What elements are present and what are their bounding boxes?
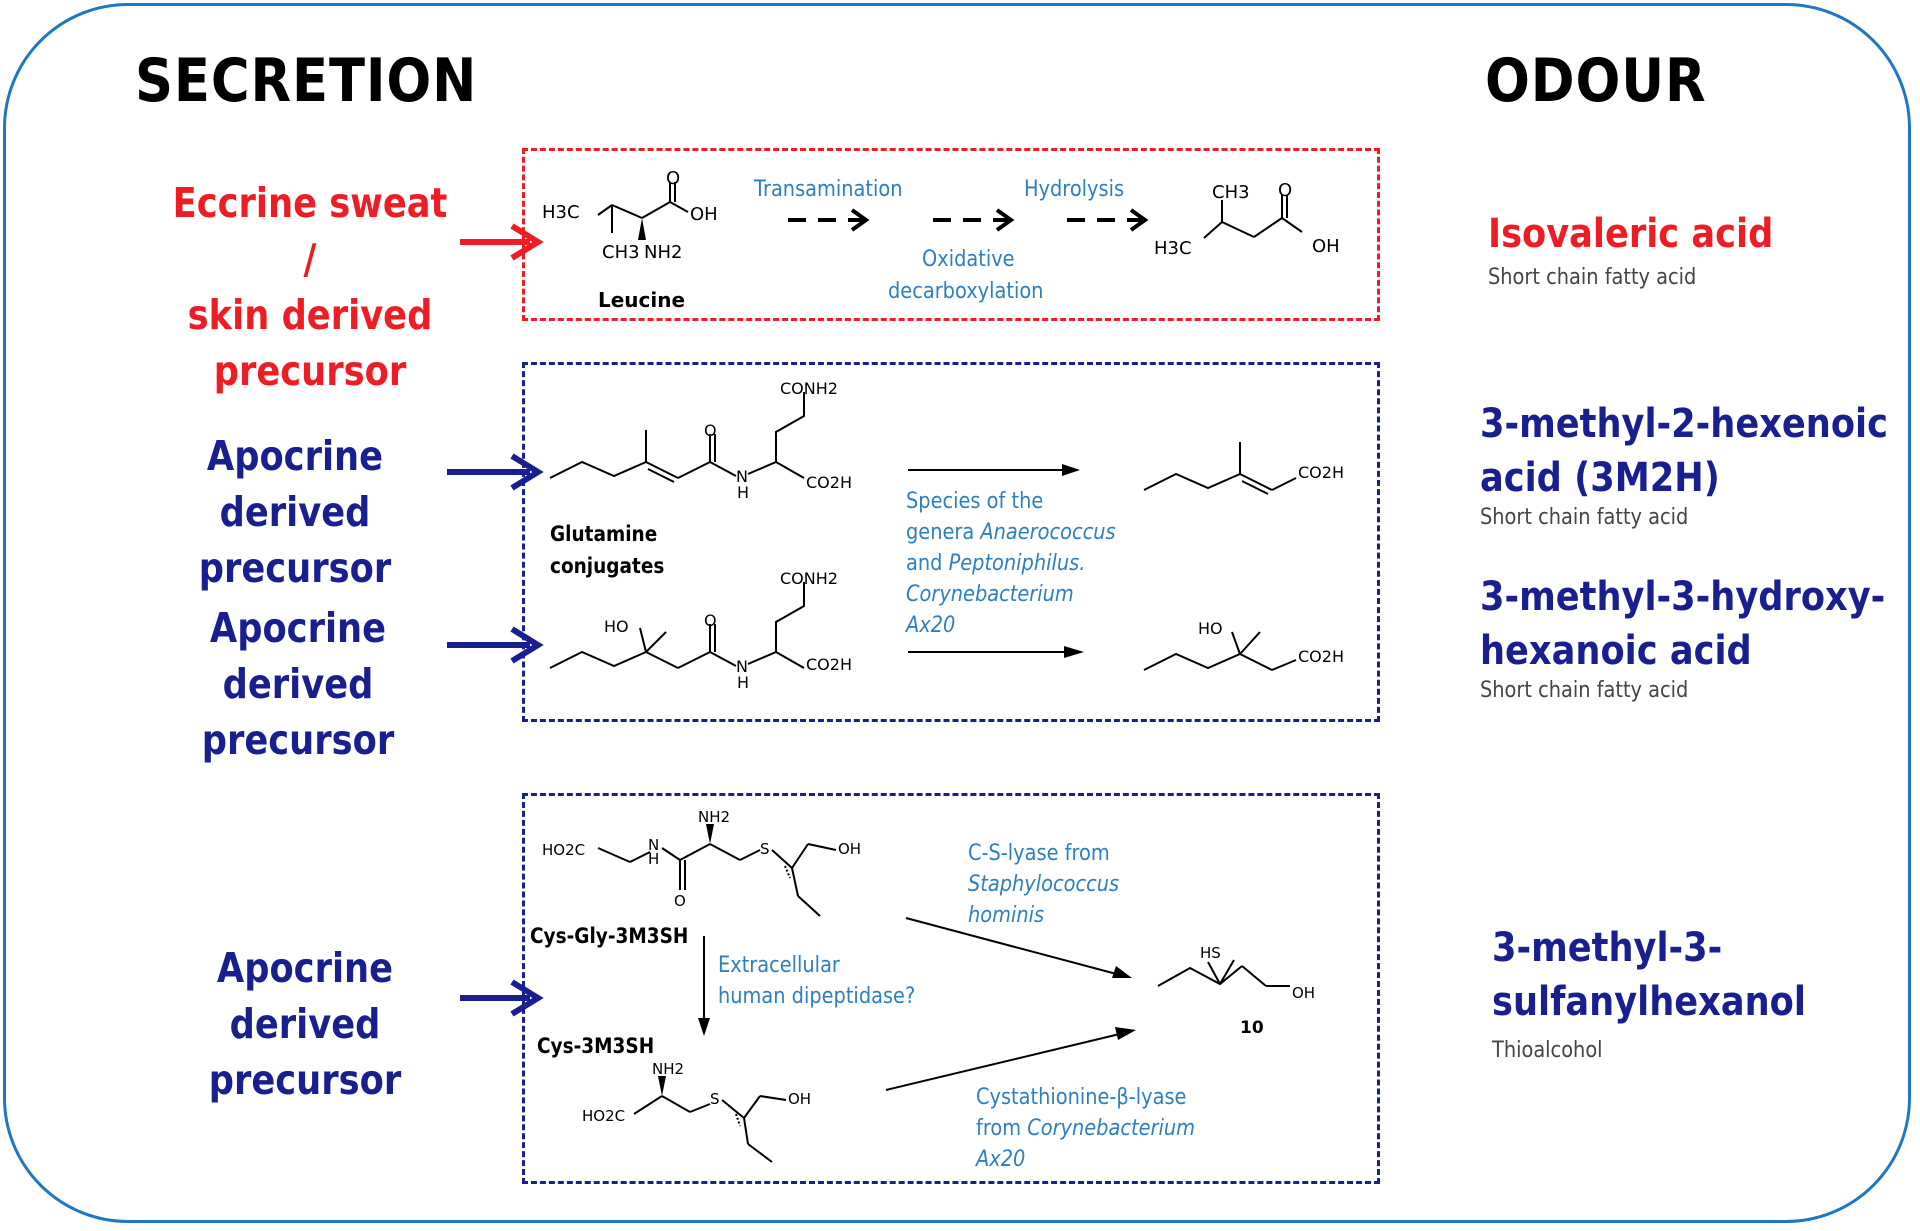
cysgly-o: O [674, 892, 686, 910]
dashed-arrow-2 [933, 208, 1015, 232]
cys-oh: OH [788, 1090, 811, 1108]
dipeptidase-text: Extracellular human dipeptidase? [718, 953, 916, 1009]
conj2-ho: HO [604, 617, 629, 636]
conj2-n: N [736, 657, 748, 676]
cystathionine-arrow [885, 1031, 1129, 1091]
dashed-arrow-3 [1067, 208, 1149, 232]
isovaleric-acid-structure [1203, 195, 1303, 239]
cysgly-n: N [648, 836, 659, 854]
isovaleric-oh: OH [1312, 236, 1340, 257]
cys-wedge [658, 1076, 666, 1096]
conj1-h: H [737, 483, 749, 502]
leucine-pathway-diagram: H3C CH3 NH2 O OH Leucine CH3 O H3C OH [542, 168, 1340, 312]
odour-hydroxy-acid: 3-methyl-3-hydroxy- hexanoic acid [1480, 574, 1886, 674]
cs-lyase-arrow [905, 917, 1125, 977]
cysgly-wedge [706, 824, 714, 844]
product-hydroxy-co2h: CO2H [1298, 647, 1344, 666]
isovaleric-ch3: CH3 [1212, 182, 1250, 203]
species-enzyme-text: Species of the genera Anaerococcus and P… [906, 489, 1116, 638]
product-3m2h-co2h: CO2H [1298, 463, 1344, 482]
outer-frame [3, 3, 1911, 1223]
cys-s: S [710, 1090, 720, 1108]
transamination-step: Transamination [754, 177, 903, 202]
product-3m3sh-structure [1157, 959, 1290, 987]
conj2-o: O [704, 611, 717, 630]
cs-lyase-text: C-S-lyase from Staphylococcus hominis [968, 841, 1120, 928]
cysgly-s: S [760, 840, 770, 858]
glutamine-pathway-diagram: O N H CONH2 CO2H HO O N H CONH2 CO2H CO2… [549, 379, 1344, 692]
odour-isovaleric: Isovaleric acid [1488, 211, 1774, 257]
blue-source-arrow-1 [447, 453, 544, 491]
conj2-h: H [737, 673, 749, 692]
odour-header: ODOUR [1485, 46, 1707, 116]
cys-structure [633, 1095, 787, 1163]
leucine-oh: OH [690, 204, 718, 225]
glutamine-label-line1: Glutamine [550, 522, 658, 546]
blue-source-arrow-2 [447, 626, 544, 664]
secretion-header: SECRETION [135, 46, 478, 116]
product-hydroxy-ho: HO [1198, 619, 1223, 638]
apocrine-acid-pathway-box [522, 362, 1380, 722]
conjugate-2-structure [549, 582, 805, 669]
cysgly-h: H [648, 850, 659, 868]
red-source-arrow [460, 223, 544, 261]
leucine-ch3: CH3 [602, 242, 640, 263]
conjugate-1-structure [549, 392, 805, 483]
cysgly-oh: OH [838, 840, 861, 858]
hydrolysis-step: Hydrolysis [1024, 177, 1125, 202]
cysgly-ho2c: HO2C [542, 841, 585, 859]
odour-3m2h: 3-methyl-2-hexenoic acid (3M2H) [1480, 401, 1888, 501]
product-3m2h-structure [1143, 442, 1297, 495]
isovaleric-h3c: H3C [1154, 238, 1192, 259]
leucine-o: O [666, 168, 680, 189]
oxidative-step: Oxidative [922, 247, 1015, 272]
product-number: 10 [1240, 1018, 1264, 1038]
cys-label: Cys-3M3SH [537, 1034, 655, 1058]
odour-3m2h-class: Short chain fatty acid [1480, 505, 1689, 530]
conj1-n: N [736, 467, 748, 486]
glutamine-label-line2: conjugates [550, 554, 665, 578]
leucine-structure [597, 182, 689, 233]
conj2-conh2: CONH2 [780, 569, 838, 588]
cysgly-structure [597, 843, 837, 917]
odour-hydroxy-acid-class: Short chain fatty acid [1480, 678, 1689, 703]
cys-ho2c: HO2C [582, 1107, 625, 1125]
leucine-label: Leucine [598, 288, 685, 312]
eccrine-pathway-box [522, 148, 1380, 321]
odour-isovaleric-class: Short chain fatty acid [1488, 265, 1697, 290]
blue-source-arrow-3 [460, 979, 544, 1017]
thioalcohol-pathway-diagram: HO2C N H O NH2 S OH NH2 HO2C S OH HS OH … [542, 808, 1315, 1163]
isovaleric-o: O [1278, 180, 1292, 201]
product-3m3sh-hs: HS [1200, 944, 1221, 962]
thioalcohol-pathway-box [522, 793, 1380, 1184]
leucine-h3c: H3C [542, 202, 580, 223]
odour-3m3sh: 3-methyl-3- sulfanylhexanol [1492, 925, 1806, 1025]
product-3m3sh-oh: OH [1292, 984, 1315, 1002]
conj1-o: O [704, 421, 717, 440]
cysgly-label: Cys-Gly-3M3SH [530, 924, 689, 948]
conj2-co2h: CO2H [806, 655, 852, 674]
conj1-co2h: CO2H [806, 473, 852, 492]
product-hydroxy-structure [1143, 631, 1297, 671]
leucine-nh2: NH2 [644, 242, 682, 263]
cys-nh2: NH2 [652, 1060, 684, 1078]
leucine-wedge-bond [638, 218, 646, 240]
dashed-arrow-1 [788, 208, 870, 232]
decarboxylation-step: decarboxylation [888, 279, 1044, 304]
odour-3m3sh-class: Thioalcohol [1492, 1038, 1603, 1063]
conj1-conh2: CONH2 [780, 379, 838, 398]
cysgly-nh2: NH2 [698, 808, 730, 826]
cystathionine-text: Cystathionine-β-lyase from Corynebacteri… [976, 1085, 1195, 1172]
